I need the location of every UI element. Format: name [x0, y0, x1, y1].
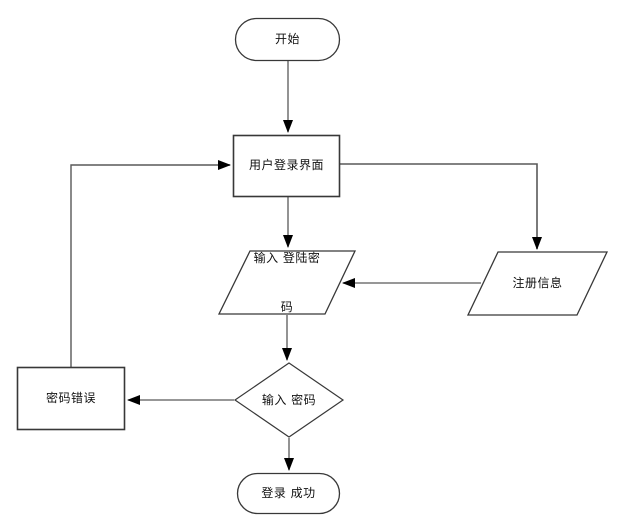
edge-error-to-login [70, 160, 231, 367]
password-error-process-shape [16, 366, 126, 431]
register-info-io-shape [466, 251, 609, 316]
enter-password-decision-shape [233, 362, 345, 438]
start-terminator-shape [234, 17, 341, 62]
login-screen-process-shape [232, 134, 341, 198]
login-success-terminator-shape [236, 472, 341, 515]
edge-login-to-register [340, 163, 542, 250]
enter-login-password-io-shape [217, 250, 357, 315]
